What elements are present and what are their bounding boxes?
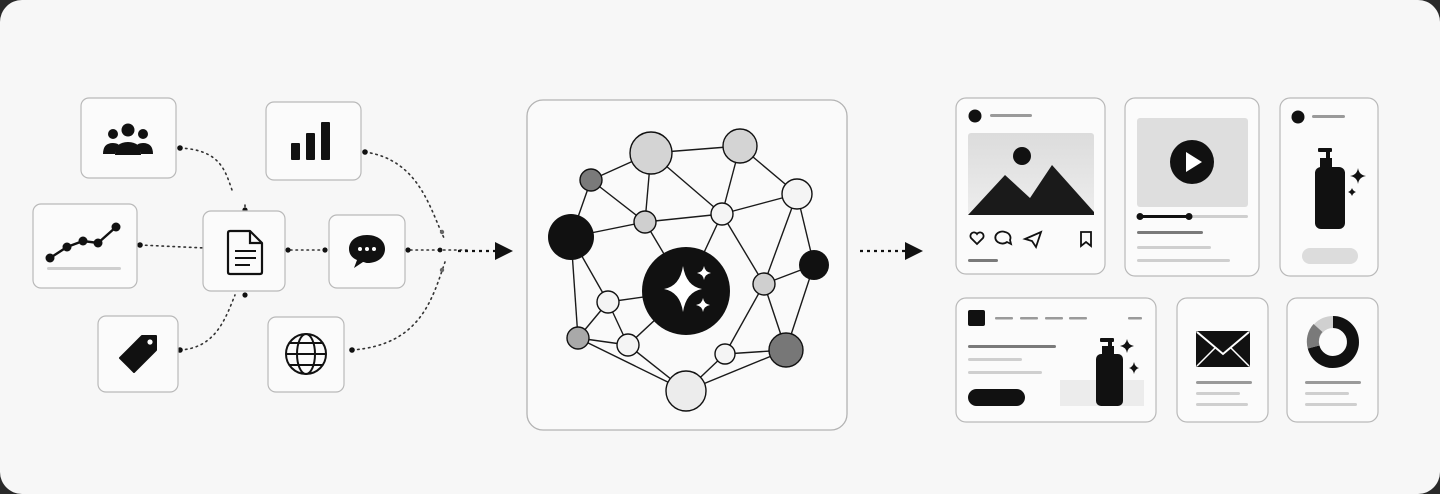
users-icon [103,123,153,155]
users-card[interactable] [80,97,177,179]
image-post-icon [968,133,1094,215]
image-post-card[interactable] [955,97,1106,275]
video-card[interactable] [1124,97,1260,277]
globe-icon [285,333,327,375]
line-chart-icon [45,222,121,270]
hub-panel [526,99,848,431]
line-chart-card[interactable] [32,203,138,289]
chat-bubble-icon [349,235,385,268]
heart-icon [969,231,985,246]
donut-chart-card[interactable] [1286,297,1379,423]
send-icon [1022,230,1043,250]
post-actions [969,230,1092,250]
arrow-to-outputs [860,242,923,260]
sparkle-icon [642,247,730,335]
bar-chart-card[interactable] [265,101,362,181]
envelope-icon [1196,331,1250,367]
comment-icon [994,230,1013,246]
tag-card[interactable] [97,315,179,393]
product-banner-card[interactable] [955,297,1157,423]
arrow-to-hub [458,242,513,260]
product-bottle-icon [1315,148,1366,229]
bookmark-icon [1080,231,1092,248]
tag-icon [119,335,157,373]
globe-card[interactable] [267,316,345,393]
document-card[interactable] [202,210,286,292]
chat-card[interactable] [328,214,406,289]
product-banner-icon [1060,338,1144,406]
bar-chart-icon [291,122,330,160]
video-play-icon [1137,118,1248,207]
document-icon [226,229,264,276]
donut-chart-icon [1306,316,1359,368]
product-card[interactable] [1279,97,1379,277]
email-card[interactable] [1176,297,1269,423]
network-graph [548,128,829,412]
